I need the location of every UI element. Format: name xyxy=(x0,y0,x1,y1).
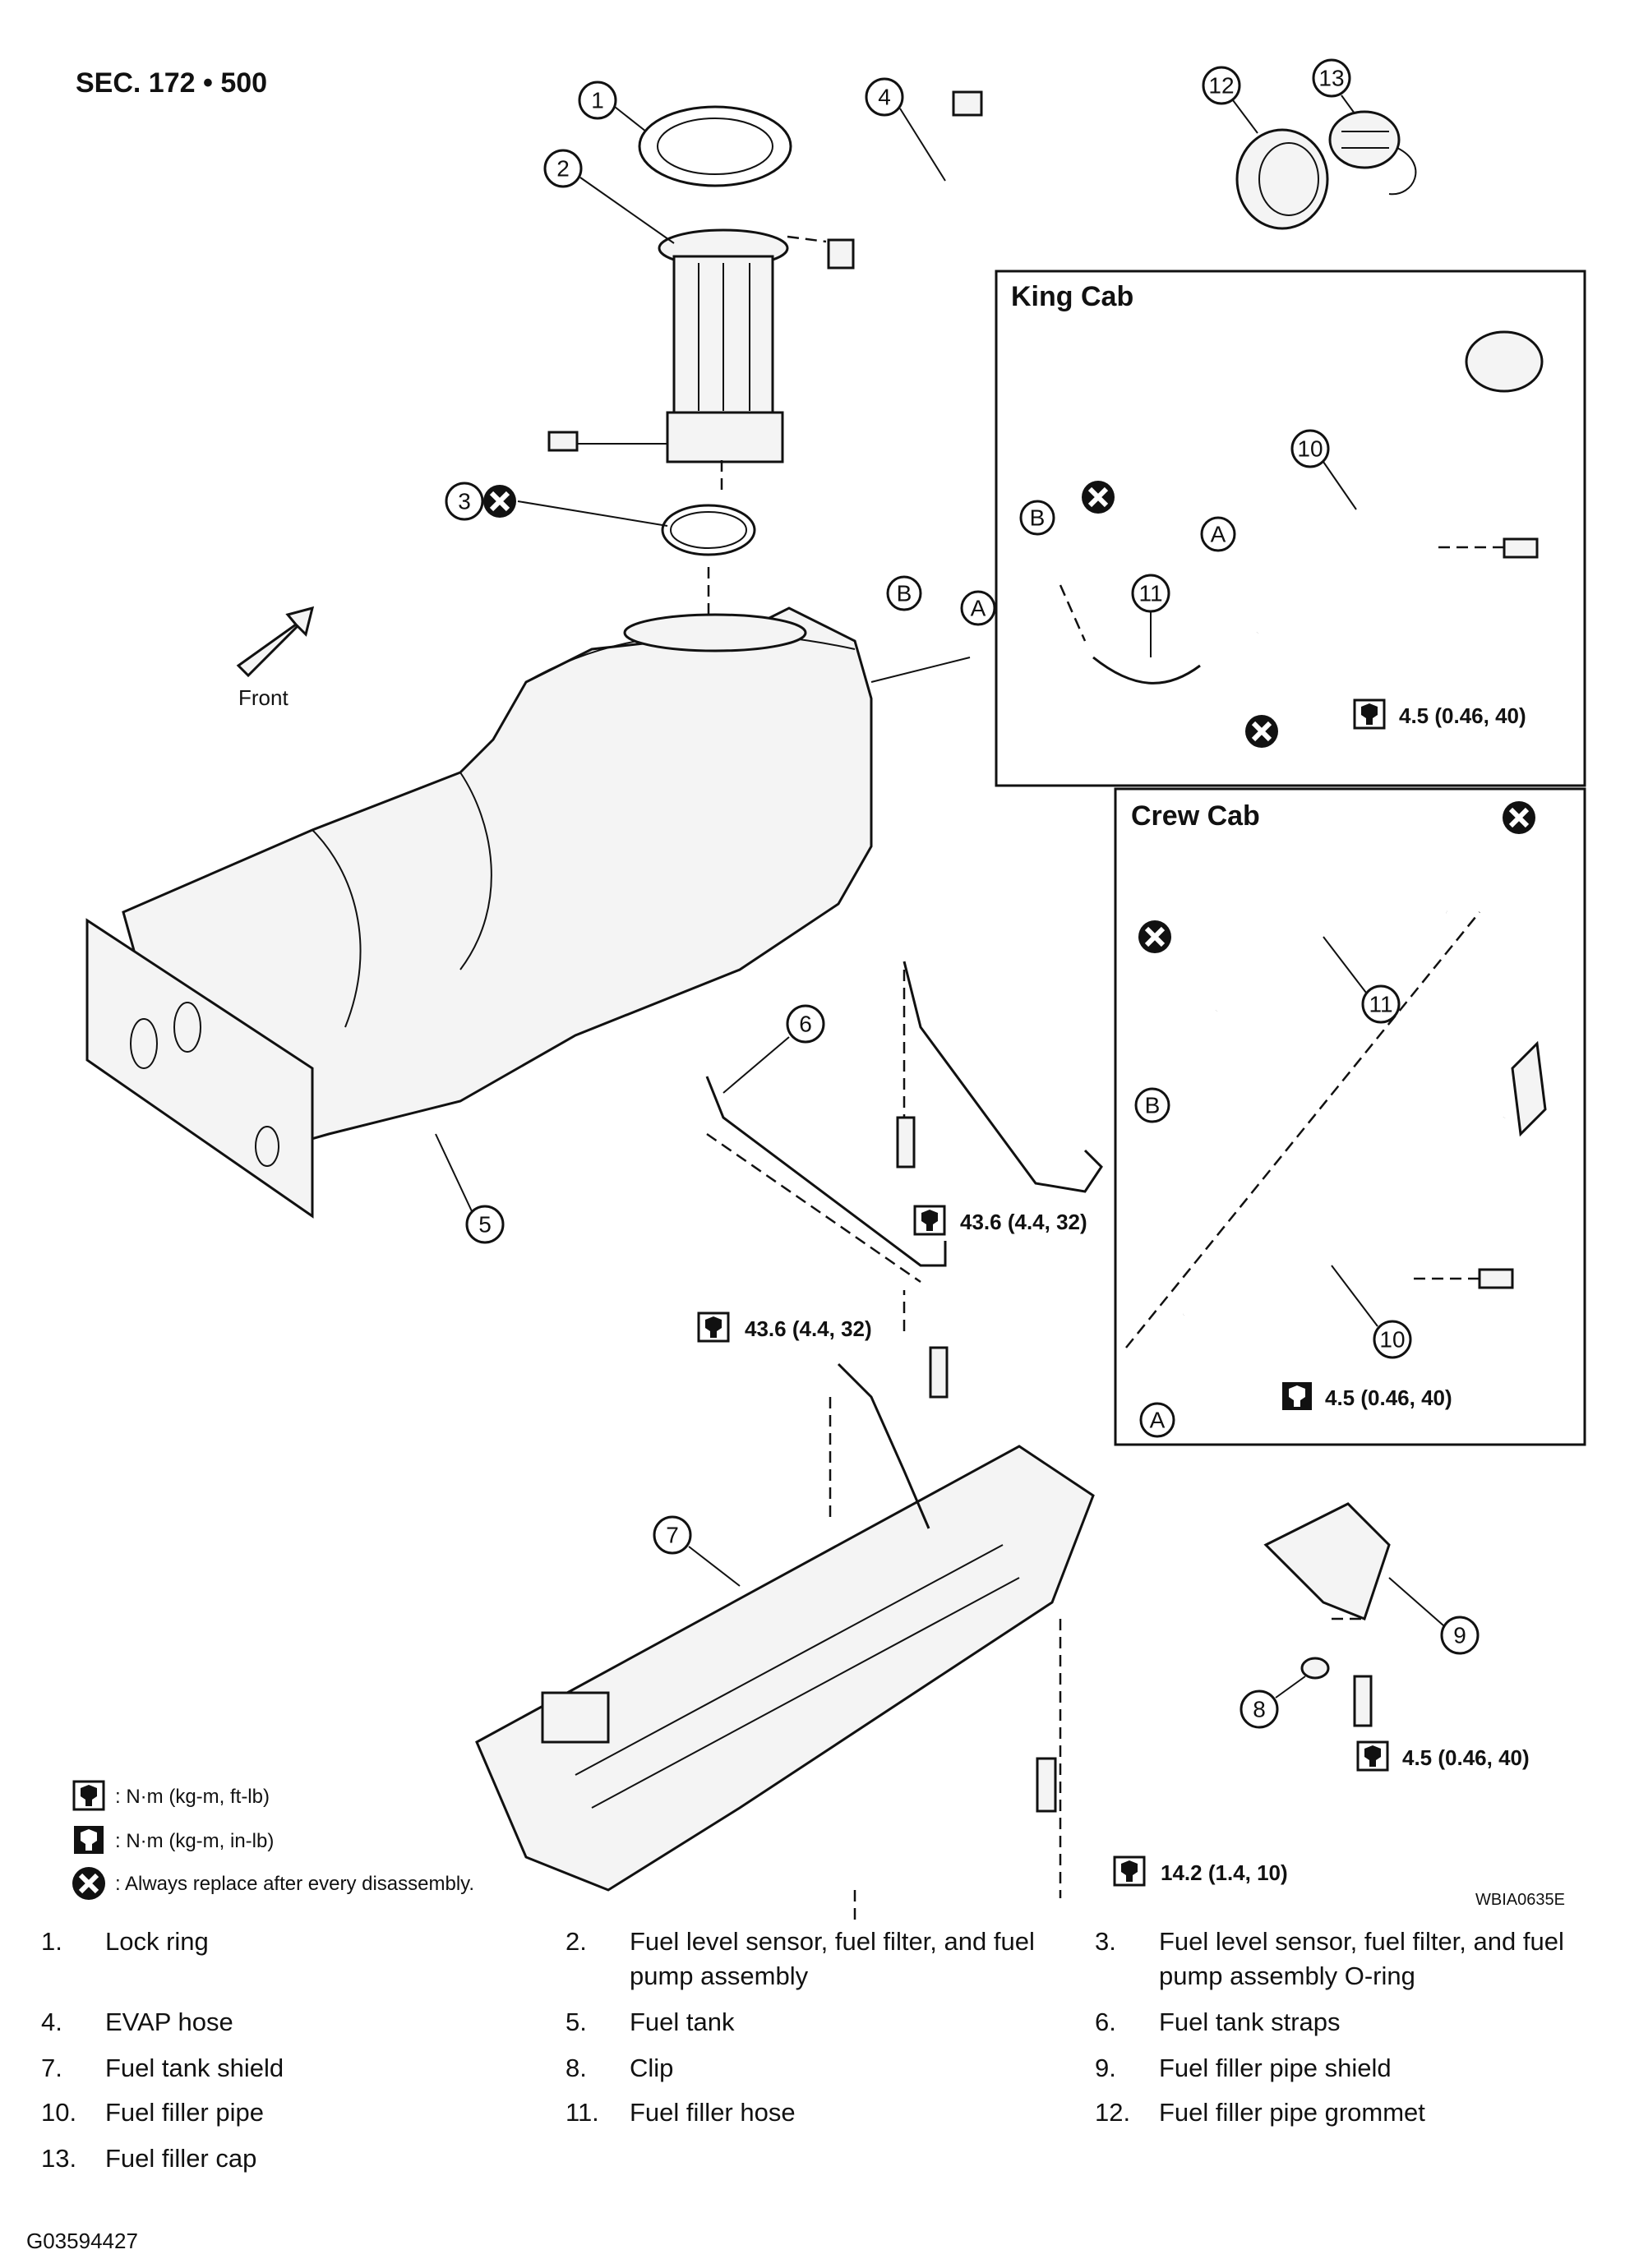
svg-text:8: 8 xyxy=(1253,1697,1266,1722)
torque-filler-shield: 4.5 (0.46, 40) xyxy=(1402,1745,1530,1770)
svg-text:B: B xyxy=(897,581,912,606)
callout-a-king: A xyxy=(1200,516,1236,552)
fuel-cap-drawing xyxy=(1328,110,1417,196)
clip-drawing xyxy=(1300,1657,1373,1727)
exploded-parts-diagram: SEC. 172 • 500 xyxy=(0,58,1586,1923)
callout-10-king: 10 xyxy=(1290,429,1330,468)
legend-torque-ftlb: : N·m (kg-m, ft-lb) xyxy=(115,1786,270,1808)
svg-text:3: 3 xyxy=(458,489,471,514)
fuel-tank-drawing xyxy=(85,606,971,1219)
svg-text:1: 1 xyxy=(591,88,604,113)
torque-shield: 14.2 (1.4, 10) xyxy=(1161,1860,1288,1885)
callout-b-crew: B xyxy=(1134,1087,1170,1123)
legend-torque-inlb: : N·m (kg-m, in-lb) xyxy=(115,1830,274,1852)
fuel-pump-assembly-drawing xyxy=(547,228,789,493)
svg-text:A: A xyxy=(1211,522,1226,547)
svg-text:11: 11 xyxy=(1138,581,1162,606)
callout-a-crew: A xyxy=(1139,1402,1175,1438)
legend-replace: : Always replace after every disassembly… xyxy=(115,1873,474,1895)
torque-straps-lower: 43.6 (4.4, 32) xyxy=(745,1316,872,1341)
svg-text:11: 11 xyxy=(1369,992,1392,1017)
evap-hose-drawing xyxy=(787,90,983,270)
callout-10-crew: 10 xyxy=(1373,1320,1412,1359)
callout-6: 6 xyxy=(786,1004,825,1044)
callout-4: 4 xyxy=(865,77,904,117)
document-code: G03594427 xyxy=(26,2229,138,2253)
callout-2: 2 xyxy=(543,149,583,188)
callout-9: 9 xyxy=(1440,1616,1480,1655)
king-cab-torque: 4.5 (0.46, 40) xyxy=(1399,703,1526,728)
svg-text:10: 10 xyxy=(1379,1327,1405,1353)
front-direction-label: Front xyxy=(238,685,289,710)
torque-straps-upper: 43.6 (4.4, 32) xyxy=(960,1210,1087,1234)
callout-12: 12 xyxy=(1202,66,1241,105)
fuel-tank-shield-drawing xyxy=(475,1362,1095,1923)
svg-text:2: 2 xyxy=(556,156,570,182)
callout-1: 1 xyxy=(578,81,617,120)
callout-11-king: 11 xyxy=(1131,574,1170,613)
svg-text:12: 12 xyxy=(1208,73,1234,99)
grommet-drawing xyxy=(1235,128,1329,230)
svg-text:5: 5 xyxy=(478,1212,492,1238)
callout-13: 13 xyxy=(1312,58,1351,98)
callout-a-tank: A xyxy=(960,590,996,626)
svg-text:B: B xyxy=(1030,505,1046,531)
svg-text:9: 9 xyxy=(1453,1623,1466,1648)
callout-11-crew: 11 xyxy=(1361,984,1401,1024)
callout-5: 5 xyxy=(465,1205,505,1244)
o-ring-drawing xyxy=(661,504,756,625)
king-cab-title: King Cab xyxy=(1011,281,1133,312)
svg-text:B: B xyxy=(1145,1093,1161,1118)
front-arrow-icon xyxy=(236,606,315,678)
lock-ring-drawing xyxy=(638,105,792,187)
svg-text:7: 7 xyxy=(666,1523,679,1548)
svg-text:A: A xyxy=(1150,1408,1166,1433)
svg-text:13: 13 xyxy=(1318,66,1344,91)
fuel-tank-straps-drawing xyxy=(705,961,1103,1399)
callout-7: 7 xyxy=(653,1515,692,1555)
callout-b-king: B xyxy=(1019,500,1055,536)
callout-b-tank: B xyxy=(886,575,922,611)
section-title: SEC. 172 • 500 xyxy=(76,67,267,99)
svg-text:A: A xyxy=(971,596,986,621)
callout-3: 3 xyxy=(445,482,484,521)
crew-cab-title: Crew Cab xyxy=(1131,800,1260,832)
svg-text:6: 6 xyxy=(799,1012,812,1037)
inset-crew-cab: Crew Cab 4.5 (0.46, 40) B A xyxy=(1114,787,1586,1446)
filler-pipe-shield-drawing xyxy=(1263,1502,1391,1620)
figure-code: WBIA0635E xyxy=(1475,1891,1565,1909)
crew-cab-torque: 4.5 (0.46, 40) xyxy=(1325,1385,1452,1410)
inset-king-cab: King Cab 4.5 (0.46, 40) B A xyxy=(995,270,1586,787)
svg-text:10: 10 xyxy=(1297,436,1323,462)
callout-8: 8 xyxy=(1240,1689,1279,1729)
svg-text:4: 4 xyxy=(878,85,891,110)
